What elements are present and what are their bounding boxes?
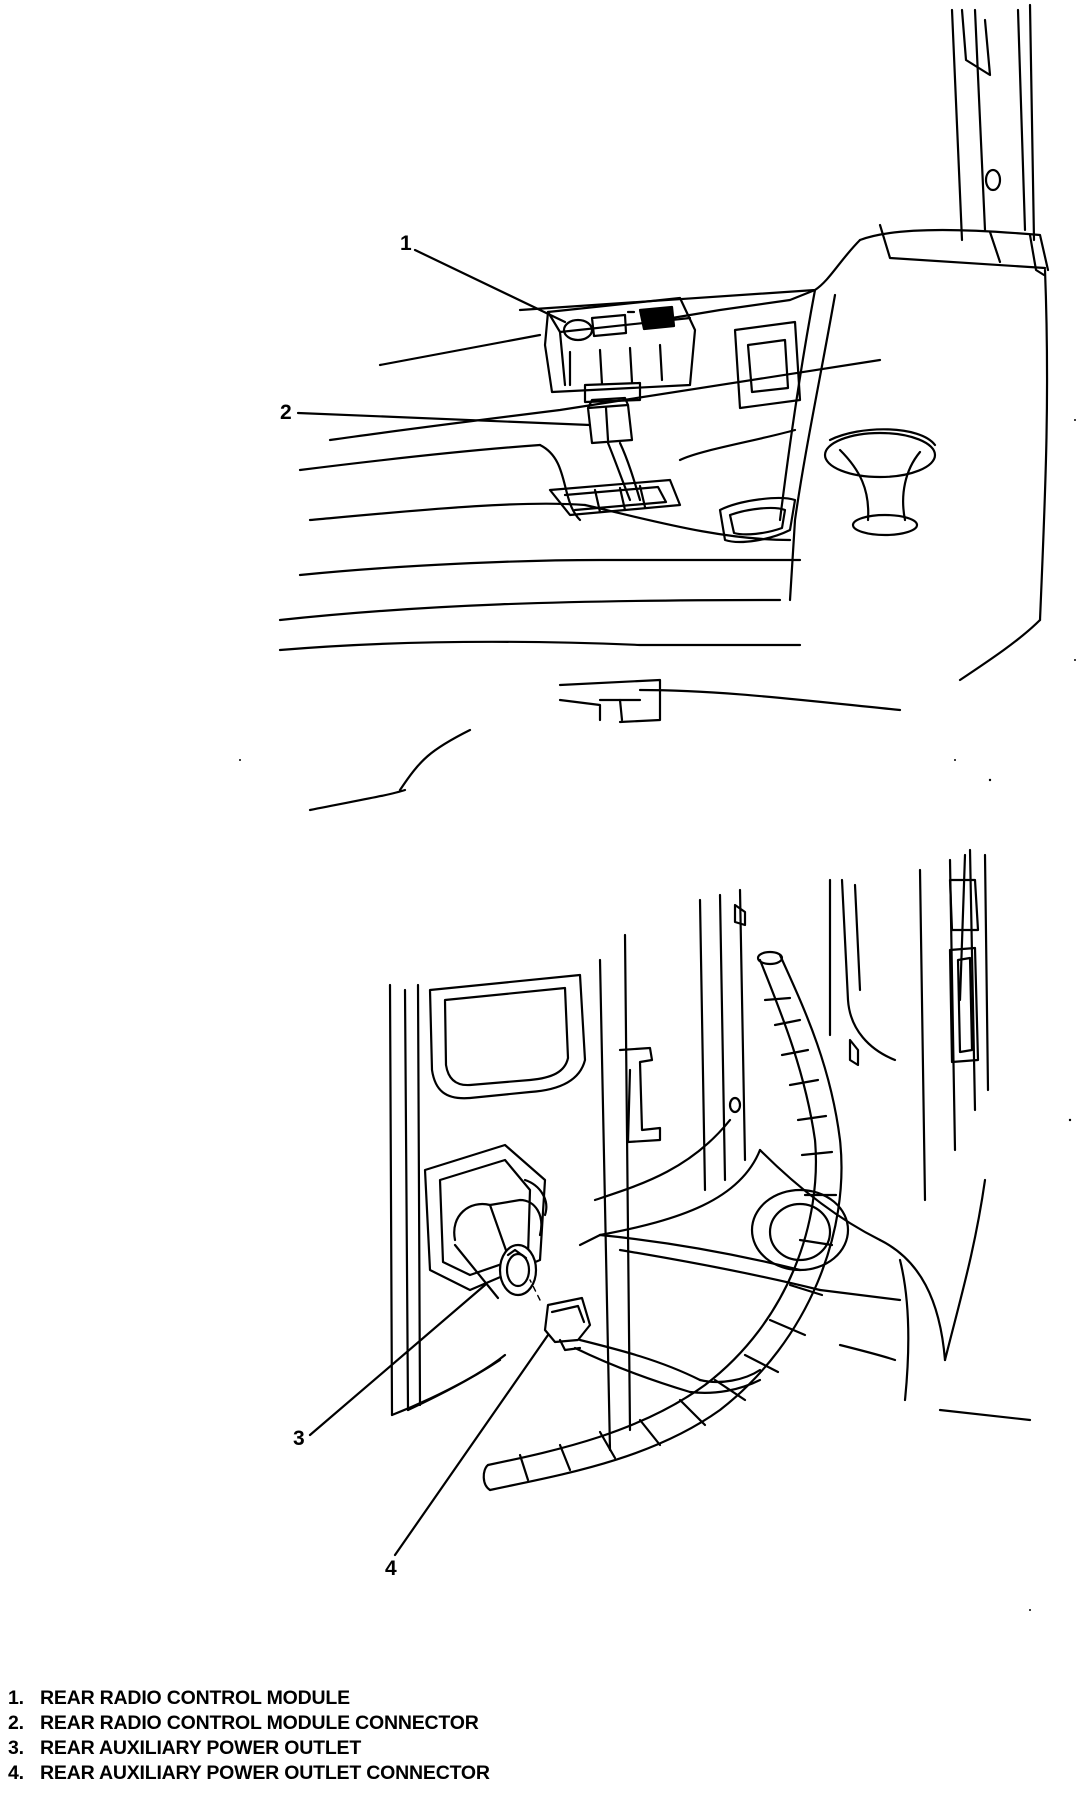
legend-item: 2. REAR RADIO CONTROL MODULE CONNECTOR	[8, 1711, 728, 1736]
callout-number-4: 4	[385, 1557, 397, 1580]
legend-number: 4.	[8, 1762, 24, 1784]
callout-number-3: 3	[293, 1427, 305, 1450]
rear-radio-control-module-connector	[586, 396, 642, 502]
rear-auxiliary-power-outlet	[423, 1143, 548, 1300]
legend-item: 3. REAR AUXILIARY POWER OUTLET	[8, 1736, 728, 1761]
legend-label: REAR AUXILIARY POWER OUTLET CONNECTOR	[40, 1762, 490, 1784]
legend-number: 1.	[8, 1687, 24, 1709]
wiring-harness	[482, 950, 843, 1492]
callout-leader-4	[393, 1333, 550, 1557]
callout-number-2: 2	[280, 401, 292, 424]
callout-number-1: 1	[400, 232, 412, 255]
callout-leader-3	[308, 1283, 487, 1437]
lower-view-quarter-panel	[388, 848, 1032, 1452]
legend-number: 2.	[8, 1712, 24, 1734]
legend-number: 3.	[8, 1737, 24, 1759]
legend-label: REAR AUXILIARY POWER OUTLET	[40, 1737, 362, 1759]
legend-label: REAR RADIO CONTROL MODULE	[40, 1687, 350, 1709]
upper-view-trim-panel	[278, 3, 1050, 812]
legend: 1. REAR RADIO CONTROL MODULE 2. REAR RADIO…	[8, 1686, 728, 1786]
callout-leader-1	[413, 248, 567, 324]
legend-item: 1. REAR RADIO CONTROL MODULE	[8, 1686, 728, 1711]
legend-label: REAR RADIO CONTROL MODULE CONNECTOR	[40, 1712, 479, 1734]
callout-leader-2	[296, 411, 592, 427]
scan-specks	[239, 419, 1076, 1611]
legend-item: 4. REAR AUXILIARY POWER OUTLET CONNECTOR	[8, 1761, 728, 1786]
rear-radio-control-module	[543, 296, 697, 404]
rear-auxiliary-power-outlet-connector	[529, 1279, 762, 1394]
